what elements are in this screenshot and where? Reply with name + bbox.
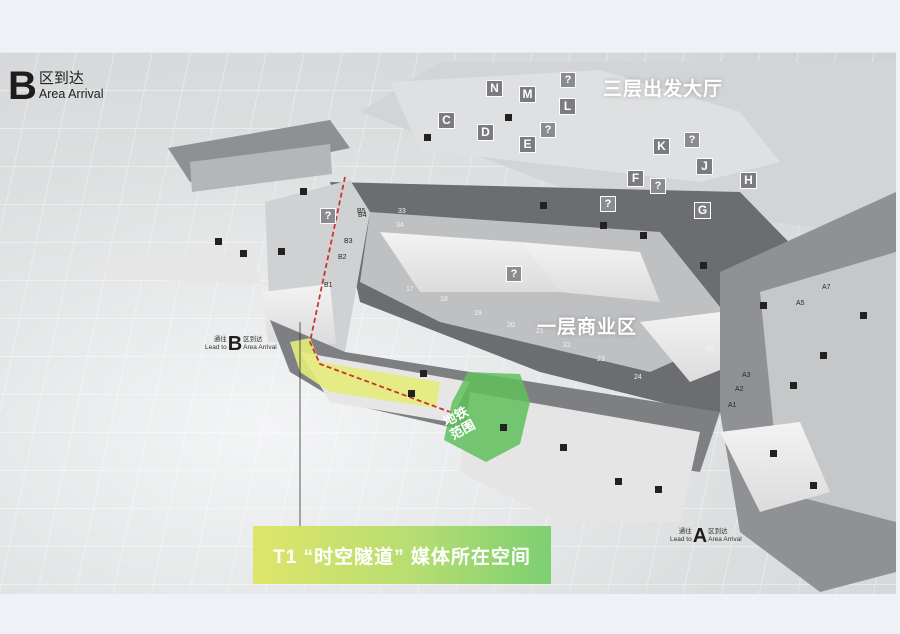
stand-19[interactable]: 19 [474,310,482,317]
departure-hall-label[interactable]: 三层出发大厅 [603,79,724,100]
lead-to-b-label[interactable]: 通往 Lead to B 区到达 Area Arrival [205,334,277,354]
gate-a7[interactable]: A7 [822,284,831,291]
check-in-counter-D[interactable]: D [477,124,494,141]
lead-a-cn-prefix: 通往 [678,528,692,535]
gate-b3[interactable]: B3 [344,238,353,245]
a-gate-building [720,422,830,512]
stand-25[interactable]: 25 [706,346,714,353]
b-wing-corridor [190,144,332,192]
gate-a3[interactable]: A3 [742,372,751,379]
help-point-icon[interactable]: ? [506,266,522,282]
lead-b-cn-prefix: 通往 [213,336,227,343]
b-arrival-en: Area Arrival [38,87,104,101]
gate-a5[interactable]: A5 [796,300,805,307]
gate-a1[interactable]: A1 [728,402,737,409]
lead-a-en: Area Arrival [708,536,742,543]
gate-b2[interactable]: B2 [338,254,347,261]
help-point-icon[interactable]: ? [684,132,700,148]
b-arrival-cn: 区到达 [38,70,84,87]
departure-hall-deck [390,70,780,182]
tunnel-highlight [290,338,440,408]
stand-18[interactable]: 18 [440,296,448,303]
check-in-counter-K[interactable]: K [653,138,670,155]
stand-34[interactable]: 34 [396,222,404,229]
lead-b-en: Area Arrival [243,344,277,351]
stand-17[interactable]: 17 [406,286,414,293]
stand-22[interactable]: 22 [563,342,571,349]
lead-b-letter: B [227,333,243,355]
check-in-counter-M[interactable]: M [519,86,536,103]
gate-b4[interactable]: B4 [358,212,367,219]
tunnel-banner[interactable]: T1 “时空隧道” 媒体所在空间 [253,526,551,584]
check-in-counter-F[interactable]: F [627,170,644,187]
lead-a-en-prefix: Lead to [670,536,692,543]
stand-33[interactable]: 33 [398,208,406,215]
check-in-counter-H[interactable]: H [740,172,757,189]
help-point-icon[interactable]: ? [540,122,556,138]
map-illustration [0,52,896,594]
lead-a-cn: 区到达 [708,528,728,535]
b-letter: B [8,64,37,108]
b-area-arrival-title: B 区到达 Area Arrival [8,64,104,108]
check-in-counter-J[interactable]: J [696,158,713,175]
check-in-counter-E[interactable]: E [519,136,536,153]
gate-a2[interactable]: A2 [735,386,744,393]
check-in-counter-L[interactable]: L [559,98,576,115]
commercial-block-3 [640,312,740,382]
airport-map[interactable]: B 区到达 Area Arrival 三层出发大厅 一层商业区 地铁 范围 通往… [0,52,896,594]
gate-b1[interactable]: B1 [324,282,333,289]
signage-markers [215,114,867,493]
b-wing-building [100,250,262,284]
route-line [309,176,451,413]
gate-b5[interactable]: B5 [357,208,366,215]
help-point-icon[interactable]: ? [320,208,336,224]
commercial-area-label[interactable]: 一层商业区 [537,317,638,338]
metro-area [444,372,530,462]
stand-20[interactable]: 20 [507,322,515,329]
lead-to-a-label[interactable]: 通往 Lead to A 区到达 Area Arrival [670,526,742,546]
help-point-icon[interactable]: ? [560,72,576,88]
metro-area-label[interactable]: 地铁 范围 [440,404,477,443]
help-point-icon[interactable]: ? [600,196,616,212]
stand-23[interactable]: 23 [597,356,605,363]
lead-b-cn: 区到达 [243,336,263,343]
lead-a-letter: A [692,525,708,547]
check-in-counter-N[interactable]: N [486,80,503,97]
stand-24[interactable]: 24 [634,374,642,381]
lead-b-en-prefix: Lead to [205,344,227,351]
commercial-block-2 [520,242,660,302]
help-point-icon[interactable]: ? [650,178,666,194]
check-in-counter-C[interactable]: C [438,112,455,129]
check-in-counter-G[interactable]: G [694,202,711,219]
stand-21[interactable]: 21 [536,328,544,335]
